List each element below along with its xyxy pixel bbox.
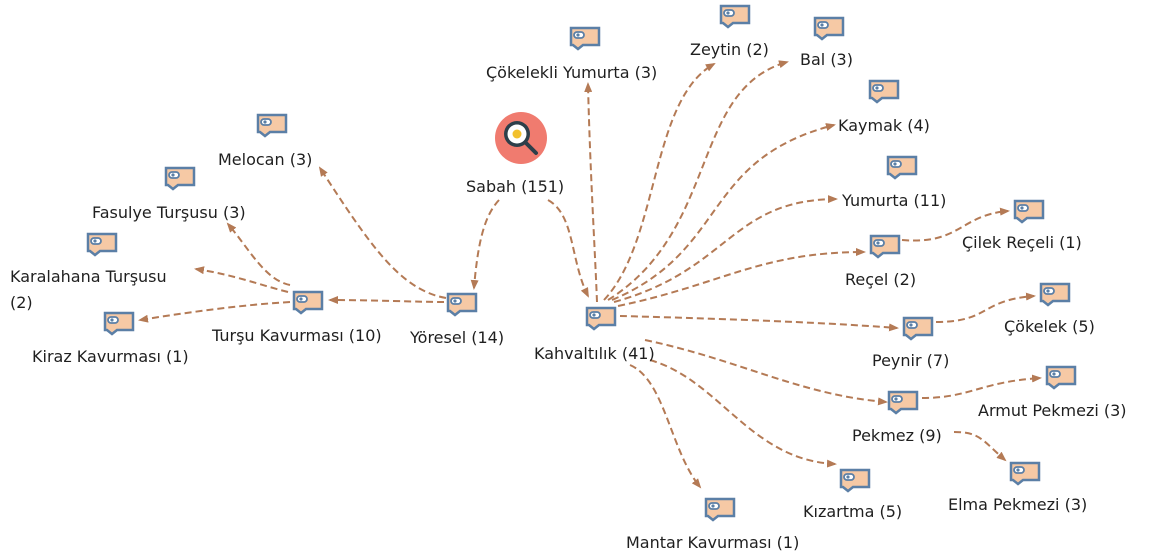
node-label: Peynir (7) [872, 351, 949, 370]
tag-icon [292, 290, 324, 315]
tag-icon [1045, 365, 1077, 390]
node-cilek[interactable]: Çilek Reçeli (1) [962, 199, 1082, 252]
edge-kahvaltilik-kizartma [649, 359, 837, 468]
tag-icon [869, 234, 901, 259]
tag-icon [839, 468, 871, 493]
edge-peynir-cokelek [935, 292, 1036, 323]
node-kizartma[interactable]: Kızartma (5) [803, 468, 902, 521]
node-melocan[interactable]: Melocan (3) [218, 113, 312, 169]
node-sabah[interactable]: Sabah (151) [466, 112, 564, 196]
tag-icon [1039, 282, 1071, 307]
node-cokelekli[interactable]: Çökelekli Yumurta (3) [486, 26, 657, 82]
node-kaymak[interactable]: Kaymak (4) [838, 79, 930, 135]
node-label: Bal (3) [800, 50, 853, 69]
edge-kahvaltilik-bal [607, 60, 789, 301]
node-pekmez[interactable]: Pekmez (9) [852, 390, 942, 445]
edge-pekmez-elma [953, 431, 1007, 462]
tag-icon [886, 155, 918, 180]
node-yumurta[interactable]: Yumurta (11) [841, 155, 946, 210]
node-label: Fasulye Turşusu (3) [92, 203, 246, 222]
node-cokelek[interactable]: Çökelek (5) [1004, 282, 1095, 336]
tag-icon [868, 79, 900, 104]
edge-tursu-karalahana [194, 266, 289, 293]
node-karalahana[interactable]: Karalahana Turşusu (2) [10, 232, 167, 312]
edge-tursu-fasulye [226, 222, 291, 286]
node-label: Çilek Reçeli (1) [962, 233, 1082, 252]
tag-icon [256, 113, 288, 138]
node-label: Kiraz Kavurması (1) [32, 347, 189, 366]
node-fasulye[interactable]: Fasulye Turşusu (3) [92, 166, 246, 222]
edge-kahvaltilik-recel [617, 248, 866, 307]
node-zeytin[interactable]: Zeytin (2) [690, 4, 769, 59]
node-tursu-kav[interactable]: Turşu Kavurması (10) [211, 290, 382, 345]
tag-icon [902, 316, 934, 341]
node-label: Çökelek (5) [1004, 317, 1095, 336]
edge-pekmez-armut [921, 374, 1042, 399]
tag-icon [86, 232, 118, 257]
edge-tursu-kiraz [138, 301, 291, 323]
edge-layer [138, 60, 1042, 489]
node-label: Pekmez (9) [852, 426, 942, 445]
node-label: Reçel (2) [845, 270, 916, 289]
node-label: Elma Pekmezi (3) [948, 495, 1087, 514]
tag-icon [813, 16, 845, 41]
edge-kahvaltilik-mantar [629, 364, 702, 489]
node-label: Çökelekli Yumurta (3) [486, 63, 657, 82]
tag-icon [446, 292, 478, 317]
tag-icon [1013, 199, 1045, 224]
tag-icon [704, 497, 736, 522]
tag-icon [719, 4, 751, 29]
node-label: Kahvaltılık (41) [534, 344, 655, 363]
edge-yoresel-melocan [318, 166, 447, 299]
edge-kahvaltilik-cokelekli [584, 82, 598, 303]
node-kahvaltilik[interactable]: Kahvaltılık (41) [534, 306, 655, 363]
fried-egg-search-icon [495, 112, 547, 164]
node-yoresel[interactable]: Yöresel (14) [409, 292, 504, 347]
node-label: Sabah (151) [466, 177, 564, 196]
node-elma[interactable]: Elma Pekmezi (3) [948, 461, 1087, 514]
node-label: Turşu Kavurması (10) [211, 326, 382, 345]
node-bal[interactable]: Bal (3) [800, 16, 853, 69]
node-label: Kızartma (5) [803, 502, 902, 521]
node-mantar[interactable]: Mantar Kavurması (1) [626, 497, 799, 552]
tag-icon [164, 166, 196, 191]
node-kiraz[interactable]: Kiraz Kavurması (1) [32, 311, 189, 366]
node-recel[interactable]: Reçel (2) [845, 234, 916, 289]
tag-icon [585, 306, 617, 331]
node-label-count: (2) [10, 293, 33, 312]
node-label: Melocan (3) [218, 150, 312, 169]
tag-icon [1009, 461, 1041, 486]
tag-icon [887, 390, 919, 415]
node-label: Zeytin (2) [690, 40, 769, 59]
node-label: Karalahana Turşusu [10, 267, 167, 286]
node-label: Kaymak (4) [838, 116, 930, 135]
edge-sabah-kahvaltilik [547, 199, 589, 298]
node-peynir[interactable]: Peynir (7) [872, 316, 949, 370]
edge-kahvaltilik-pekmez [644, 339, 888, 406]
edge-sabah-yoresel [470, 199, 500, 290]
tag-icon [103, 311, 135, 336]
edge-kahvaltilik-yumurta [613, 195, 838, 303]
edge-kahvaltilik-peynir [619, 315, 899, 332]
node-armut[interactable]: Armut Pekmezi (3) [978, 365, 1127, 420]
edge-yoresel-tursu-kav [328, 296, 445, 305]
node-label: Mantar Kavurması (1) [626, 533, 799, 552]
edge-recel-cilek [901, 207, 1010, 242]
edge-kahvaltilik-kaymak [611, 123, 836, 301]
node-label: Armut Pekmezi (3) [978, 401, 1127, 420]
edge-kahvaltilik-zeytin [603, 63, 716, 301]
node-label: Yumurta (11) [841, 191, 946, 210]
node-label: Yöresel (14) [409, 328, 504, 347]
tag-icon [569, 26, 601, 51]
